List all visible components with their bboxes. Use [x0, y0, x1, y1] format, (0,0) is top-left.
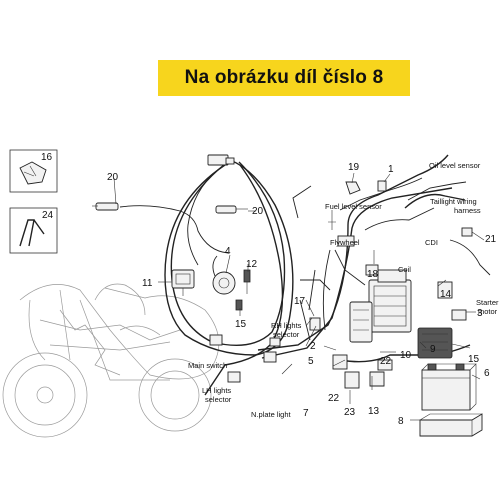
connector-2-5: [309, 317, 321, 331]
part-11-relay: [171, 269, 195, 296]
connector-21: [461, 227, 473, 237]
label-fuel-level-sensor: Fuel level sensor: [325, 202, 382, 211]
connector-lh: [227, 371, 241, 383]
callout-14: 14: [440, 289, 452, 300]
label-lh-lights-2: selector: [205, 395, 232, 404]
connector-18: [365, 264, 379, 276]
callout-20-left: 20: [107, 172, 119, 183]
callout-16: 16: [41, 152, 53, 163]
label-starter-1: Starter: [476, 298, 499, 307]
connector-top: [207, 154, 235, 166]
callout-5: 5: [308, 356, 314, 367]
inset-part-24: [9, 207, 58, 254]
part-15-bolt: [235, 299, 243, 311]
part-12-bolt: [243, 269, 251, 294]
connector-13: [369, 371, 385, 387]
callout-20-right: 20: [252, 206, 264, 217]
connector-mainswitch: [209, 334, 223, 346]
label-starter-2: motor: [478, 307, 498, 316]
label-coil: Coil: [398, 265, 411, 274]
callout-15-left: 15: [235, 319, 247, 330]
flywheel-part: [337, 235, 355, 247]
callout-12: 12: [246, 259, 258, 270]
callout-4: 4: [225, 246, 231, 257]
spark-plug-right: [215, 205, 248, 214]
callout-21: 21: [485, 234, 497, 245]
callout-24: 24: [42, 210, 54, 221]
callout-6: 6: [484, 368, 490, 379]
callout-22-a: 22: [328, 393, 340, 404]
connector-3: [451, 309, 467, 321]
callout-9: 9: [430, 344, 436, 355]
label-rh-lights-2: selector: [273, 330, 300, 339]
label-oil-level-sensor: Oil level sensor: [429, 161, 481, 170]
starter-relay-14: [437, 281, 453, 299]
battery-6: [421, 363, 477, 411]
callout-11: 11: [142, 278, 153, 289]
title-banner-text: Na obrázku díl číslo 8: [184, 67, 384, 88]
connector-rh: [263, 337, 281, 363]
callout-23: 23: [344, 407, 356, 418]
label-taillight-2: harness: [454, 206, 481, 215]
component-labels: Oil level sensor Fuel level sensor Taill…: [188, 161, 499, 419]
callout-18: 18: [367, 269, 379, 280]
sensor-fuel: [328, 210, 336, 230]
callout-13: 13: [368, 406, 380, 417]
cdi-unit: [368, 269, 412, 333]
callout-17: 17: [294, 296, 306, 307]
regulator-9: [417, 327, 453, 359]
callout-19: 19: [348, 162, 360, 173]
label-main-switch: Main switch: [188, 361, 227, 370]
spark-plug-left: [92, 202, 229, 254]
label-nplate-light: N.plate light: [251, 410, 292, 419]
scooter-outline: [2, 283, 220, 438]
callout-1: 1: [388, 164, 394, 175]
label-cdi: CDI: [425, 238, 438, 247]
label-flywheel: Flywheel: [330, 238, 360, 247]
inset-part-16: [9, 149, 58, 193]
callout-10: 10: [400, 350, 412, 361]
leader-lines: [113, 172, 485, 421]
callout-labels: 16 24 20 20 4 11 12 15 19 1 21 18 17 14 …: [41, 152, 497, 427]
connector-1: [377, 180, 387, 192]
battery-pad-8: [419, 413, 483, 437]
callout-7: 7: [303, 408, 309, 419]
connector-19: [345, 181, 361, 195]
label-lh-lights-1: LH lights: [202, 386, 231, 395]
connector-22-23: [332, 354, 393, 389]
coil-unit: [349, 301, 373, 343]
label-taillight-1: Taillight wiring: [430, 197, 477, 206]
main-harness: [164, 154, 491, 396]
callout-15-right: 15: [468, 354, 480, 365]
label-rh-lights-1: RH lights: [271, 321, 302, 330]
callout-2: 2: [310, 341, 316, 352]
part-4-sensor: [212, 255, 236, 295]
title-banner: Na obrázku díl číslo 8: [158, 60, 410, 96]
callout-8: 8: [398, 416, 404, 427]
callout-3: 3: [477, 308, 483, 319]
callout-22-b: 22: [380, 356, 392, 367]
